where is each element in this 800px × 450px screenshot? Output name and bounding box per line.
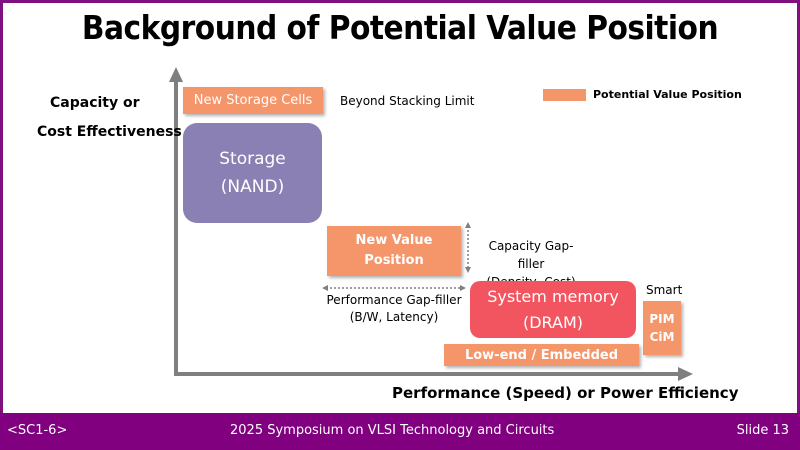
pim-cim-box: PIM CiM bbox=[643, 301, 681, 355]
y-axis-label-line1: Capacity or bbox=[50, 95, 140, 111]
capacity-gap-line1: Capacity Gap-filler bbox=[488, 239, 574, 271]
performance-gap-label: Performance Gap-filler (B/W, Latency) bbox=[320, 292, 468, 326]
new-value-position-box: New Value Position bbox=[327, 226, 461, 276]
legend-swatch bbox=[543, 89, 586, 101]
dram-line2: (DRAM) bbox=[522, 312, 584, 332]
footer-bar: <SC1-6> 2025 Symposium on VLSI Technolog… bbox=[0, 413, 800, 450]
perf-gap-line1: Performance Gap-filler bbox=[326, 293, 462, 307]
smart-label: Smart bbox=[646, 283, 683, 297]
cim-label: CiM bbox=[649, 330, 675, 344]
beyond-stacking-label: Beyond Stacking Limit bbox=[340, 94, 475, 108]
low-end-embedded-box: Low-end / Embedded bbox=[444, 344, 639, 366]
new-value-line1: New Value bbox=[355, 233, 433, 248]
legend-label: Potential Value Position bbox=[593, 88, 742, 101]
y-axis-arrow bbox=[169, 67, 183, 82]
dram-line1: System memory bbox=[487, 286, 619, 306]
storage-line2: (NAND) bbox=[220, 177, 285, 197]
new-storage-cells-box: New Storage Cells bbox=[183, 87, 323, 114]
x-axis-label: Performance (Speed) or Power Efficiency bbox=[392, 384, 739, 402]
storage-line1: Storage bbox=[219, 149, 286, 169]
pim-label: PIM bbox=[649, 312, 675, 326]
footer-session-id: <SC1-6> bbox=[7, 423, 68, 438]
perf-gap-line2: (B/W, Latency) bbox=[349, 310, 439, 324]
new-value-line2: Position bbox=[364, 253, 424, 268]
slide-title: Background of Potential Value Position bbox=[81, 8, 719, 47]
footer-conference: 2025 Symposium on VLSI Technology and Ci… bbox=[230, 423, 555, 438]
y-axis-label-line2: Cost Effectiveness bbox=[37, 124, 182, 140]
footer-slide-number: Slide 13 bbox=[736, 423, 789, 438]
storage-nand-box: Storage (NAND) bbox=[183, 123, 322, 223]
x-axis-arrow bbox=[678, 367, 693, 381]
system-memory-dram-box: System memory (DRAM) bbox=[470, 281, 636, 338]
